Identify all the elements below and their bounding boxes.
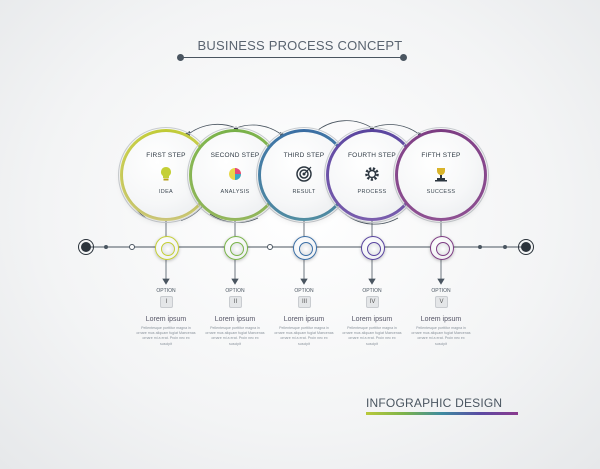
option-label: OPTION	[156, 288, 176, 294]
step-label: THIRD STEP	[283, 152, 325, 159]
roman-numeral-badge: V	[435, 296, 448, 308]
timeline-node[interactable]	[293, 236, 317, 260]
step-subtitle: PROCESS	[357, 189, 387, 195]
step-subtitle: ANALYSIS	[220, 189, 250, 195]
trophy-icon	[431, 164, 451, 184]
lightbulb-icon	[156, 164, 176, 184]
timeline-node-core	[367, 242, 381, 256]
timeline-node-core	[436, 242, 450, 256]
footer-rainbow-bar	[366, 412, 518, 415]
option-label: OPTION	[431, 288, 451, 294]
timeline-node[interactable]	[430, 236, 454, 260]
page-title: BUSINESS PROCESS CONCEPT	[197, 38, 403, 53]
pie-chart-icon	[225, 164, 245, 184]
description-title: Lorem ipsum	[145, 316, 187, 323]
step-subtitle: RESULT	[292, 189, 316, 195]
step-label: FOURTH STEP	[348, 152, 396, 159]
title-rule	[180, 57, 406, 58]
step-outer-ring	[393, 127, 489, 223]
step-subtitle: SUCCESS	[426, 189, 456, 195]
description-text: Pellentesque porttitor magna in ornare m…	[274, 326, 334, 346]
description-title: Lorem ipsum	[420, 316, 462, 323]
step-subtitle: IDEA	[158, 189, 174, 195]
target-icon	[294, 164, 314, 184]
step-circle[interactable]: FIFTH STEP SUCCESS	[398, 132, 484, 218]
description-title: Lorem ipsum	[351, 316, 393, 323]
gear-icon	[362, 164, 382, 184]
footer-title: INFOGRAPHIC DESIGN	[366, 396, 503, 410]
option-label: OPTION	[225, 288, 245, 294]
step-label: SECOND STEP	[210, 152, 260, 159]
description-title: Lorem ipsum	[283, 316, 325, 323]
roman-numeral-badge: IV	[366, 296, 379, 308]
roman-numeral-badge: II	[229, 296, 242, 308]
step-label: FIRST STEP	[146, 152, 186, 159]
timeline-node[interactable]	[224, 236, 248, 260]
description-title: Lorem ipsum	[214, 316, 256, 323]
timeline-node-core	[299, 242, 313, 256]
description-text: Pellentesque porttitor magna in ornare m…	[136, 326, 196, 346]
option-label: OPTION	[294, 288, 314, 294]
title-right-dot	[400, 54, 407, 61]
description-text: Pellentesque porttitor magna in ornare m…	[342, 326, 402, 346]
timeline-node-core	[230, 242, 244, 256]
timeline-node[interactable]	[361, 236, 385, 260]
description-text: Pellentesque porttitor magna in ornare m…	[411, 326, 471, 346]
roman-numeral-badge: I	[160, 296, 173, 308]
timeline-node-core	[161, 242, 175, 256]
description-text: Pellentesque porttitor magna in ornare m…	[205, 326, 265, 346]
step-label: FIFTH STEP	[421, 152, 461, 159]
option-label: OPTION	[362, 288, 382, 294]
roman-numeral-badge: III	[298, 296, 311, 308]
timeline-node[interactable]	[155, 236, 179, 260]
